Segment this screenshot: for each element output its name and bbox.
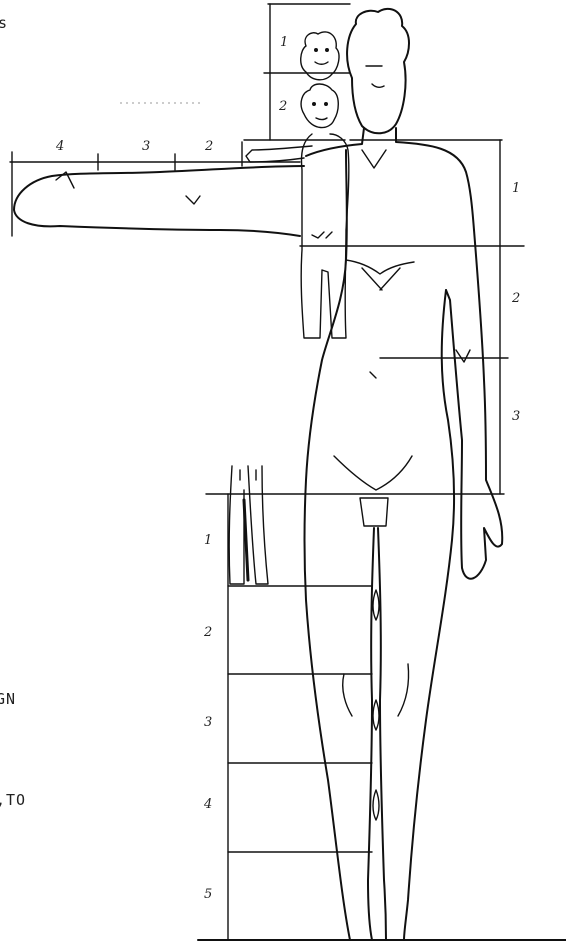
leg-scale: 1 2 3 4 5: [198, 494, 566, 940]
leg-scale-label: 1: [204, 533, 212, 548]
arm-scale-label: 2: [204, 139, 213, 154]
small-legs-figure: [229, 466, 268, 584]
torso-scale-label: 3: [512, 409, 520, 424]
leg-scale-label: 3: [204, 715, 212, 730]
arm-scale: 4 3 2: [10, 139, 300, 236]
head-scale-label: 2: [278, 99, 287, 114]
torso-scale: 1 2 3: [206, 140, 524, 494]
adult-head: [347, 9, 409, 133]
adult-figure: [14, 9, 502, 940]
arm-scale-label: 3: [142, 139, 150, 154]
torso-scale-label: 2: [511, 291, 520, 306]
leg-scale-label: 2: [203, 625, 212, 640]
child-head-bottom: [301, 84, 338, 128]
arm-scale-label: 4: [55, 139, 64, 154]
child-figure: [246, 32, 349, 338]
leg-scale-label: 5: [204, 887, 212, 902]
adult-arm: [14, 166, 304, 236]
torso-scale-label: 1: [512, 181, 520, 196]
leg-scale-label: 4: [203, 797, 212, 812]
head-scale-label: 1: [280, 35, 288, 50]
